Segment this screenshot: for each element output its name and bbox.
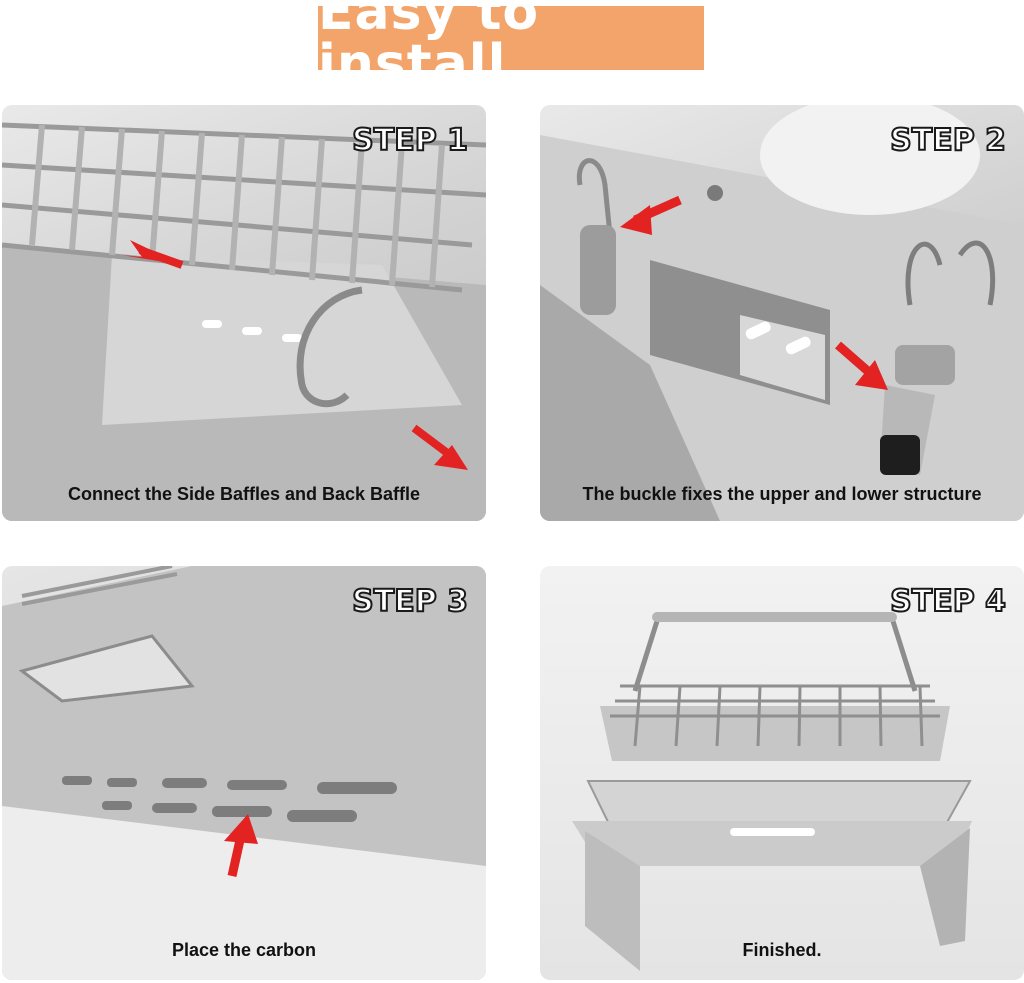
step-2-illustration [540, 105, 1024, 521]
step-4-caption: Finished. [742, 940, 822, 960]
step-3-panel: STEP 3 Place the carbon [2, 566, 486, 980]
title-banner: Easy to install [318, 0, 704, 90]
step-2-caption: The buckle fixes the upper and lower str… [582, 484, 982, 504]
step-3-caption: Place the carbon [171, 940, 317, 960]
step-1-illustration [2, 122, 486, 521]
step-2-label: STEP 2 [889, 122, 1007, 159]
step-4-illustration [572, 612, 972, 971]
page-title: Easy to install [318, 0, 540, 94]
step-1-panel: STEP 1 Connect the Side Baffles and Back… [2, 105, 486, 521]
step-1-caption: Connect the Side Baffles and Back Baffle [67, 484, 421, 504]
step-4-panel: STEP 4 Finished. [540, 566, 1024, 980]
step-1-label: STEP 1 [351, 122, 469, 159]
step-4-label: STEP 4 [889, 583, 1007, 620]
step-2-panel: STEP 2 The buckle fixes the upper and lo… [540, 105, 1024, 521]
step-3-illustration [2, 566, 486, 980]
step-3-label: STEP 3 [351, 583, 469, 620]
